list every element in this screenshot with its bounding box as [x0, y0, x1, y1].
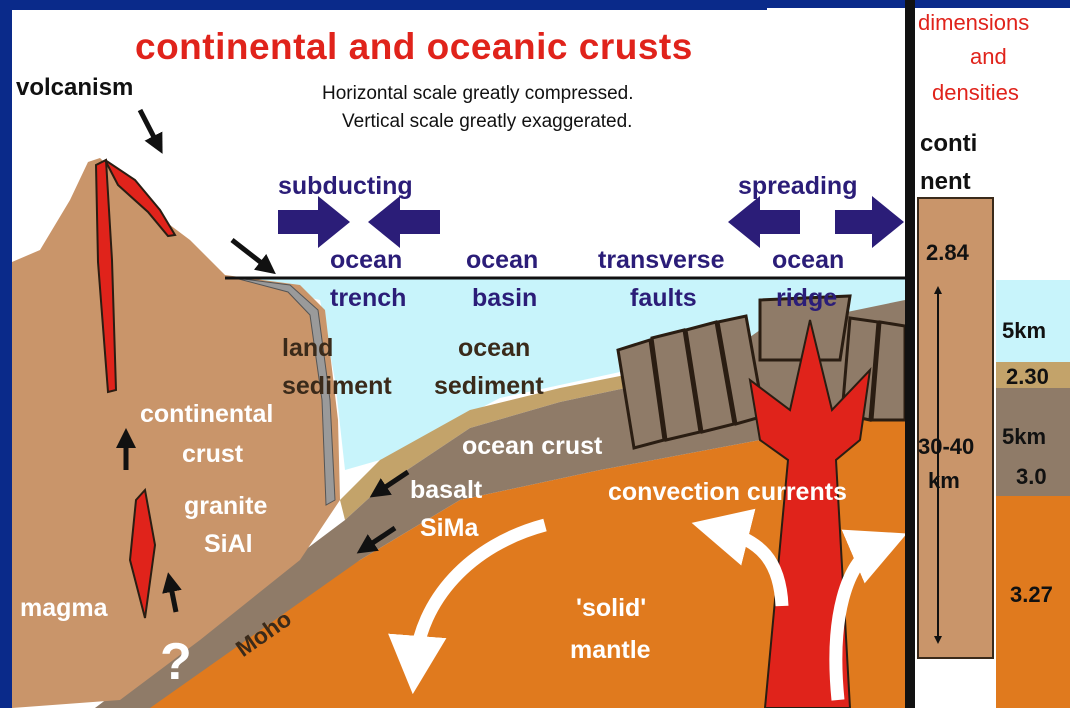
label-continental-crust-1: continental [140, 402, 273, 427]
panel-continent-1: conti [920, 132, 977, 156]
label-magma: magma [20, 596, 108, 621]
label-ocean-sediment-1: ocean [458, 336, 530, 361]
diagram-title: continental and oceanic crusts [135, 28, 693, 65]
panel-header-1: dimensions [918, 12, 1029, 34]
label-ocean-ridge-2: ridge [776, 286, 837, 311]
label-subducting: subducting [278, 174, 413, 199]
label-land-sediment-2: sediment [282, 374, 392, 399]
label-question-mark: ? [160, 636, 192, 688]
label-solid-2: mantle [570, 638, 651, 663]
label-sial: SiAl [204, 532, 253, 557]
scale-note-line-2: Vertical scale greatly exaggerated. [342, 112, 632, 131]
density-crust: 3.0 [1016, 466, 1047, 488]
scale-note-line-1: Horizontal scale greatly compressed. [322, 84, 634, 103]
label-land-sediment-1: land [282, 336, 333, 361]
continent-column [918, 198, 993, 658]
panel-continent-2: nent [920, 170, 971, 194]
frame-top-strip [12, 0, 767, 10]
label-ocean-trench-2: trench [330, 286, 406, 311]
label-ocean-sediment-2: sediment [434, 374, 544, 399]
label-ocean-basin-2: basin [472, 286, 537, 311]
label-transverse-1: transverse [598, 248, 724, 273]
label-transverse-2: faults [630, 286, 697, 311]
label-solid-1: 'solid' [576, 596, 646, 621]
label-spreading: spreading [738, 174, 857, 199]
label-ocean-basin-1: ocean [466, 248, 538, 273]
label-ocean-ridge-1: ocean [772, 248, 844, 273]
density-continent: 2.84 [926, 242, 969, 264]
label-basalt: basalt [410, 478, 482, 503]
label-continental-crust-2: crust [182, 442, 243, 467]
panel-header-3: densities [932, 82, 1019, 104]
label-convection-currents: convection currents [608, 480, 847, 505]
ocean-crust-thickness: 5km [1002, 426, 1046, 448]
label-granite: granite [184, 494, 267, 519]
thickness-continent-2: km [928, 470, 960, 492]
panel-divider [905, 0, 915, 708]
thickness-continent-1: 30-40 [918, 436, 974, 458]
label-ocean-crust: ocean crust [462, 434, 602, 459]
panel-header-2: and [970, 46, 1007, 68]
label-sima: SiMa [420, 516, 478, 541]
label-volcanism: volcanism [16, 76, 133, 100]
density-sediment: 2.30 [1006, 366, 1049, 388]
frame-left [0, 0, 12, 708]
ocean-water-thickness: 5km [1002, 320, 1046, 342]
density-mantle: 3.27 [1010, 584, 1053, 606]
label-ocean-trench-1: ocean [330, 248, 402, 273]
frame-right [1060, 0, 1070, 8]
